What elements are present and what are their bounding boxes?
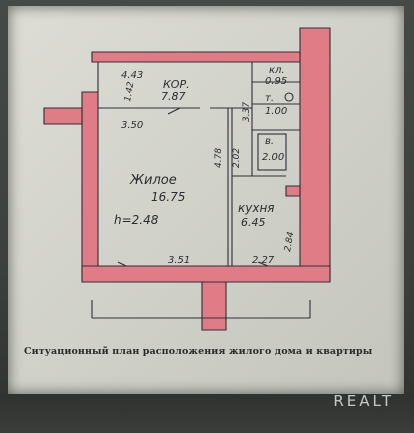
table-surface (0, 394, 414, 433)
bath-area: 2.00 (262, 152, 284, 163)
corridor-dim-left: 4.43 (121, 70, 143, 81)
kitchen-area: 6.45 (241, 216, 266, 229)
walls (43, 27, 331, 331)
dim-3-50: 3.50 (121, 120, 143, 131)
bath-name: в. (265, 136, 274, 147)
dim-3-51: 3.51 (168, 255, 190, 266)
wall-bottom-protrusion (201, 281, 227, 331)
wall-bottom (81, 265, 331, 283)
plan-caption: Ситуационный план расположения жилого до… (24, 346, 373, 357)
toilet-name: т. (265, 93, 274, 104)
toilet-fixture (284, 92, 294, 102)
corridor-dim-vertical: 1.42 (123, 81, 136, 103)
ceiling-height: h=2.48 (114, 213, 159, 227)
realt-watermark: REALT (333, 392, 394, 410)
dim-4-78: 4.78 (214, 148, 224, 168)
plan-annotations: 4.43 1.42 КОР. 7.87 кл. 0.95 т. 1.00 в. … (114, 65, 296, 266)
toilet-area: 1.00 (265, 106, 287, 117)
dim-2-84: 2.84 (283, 231, 296, 253)
living-room-name: Жилое (129, 173, 177, 188)
dim-2-27: 2.27 (252, 255, 275, 266)
wall-right-exterior (299, 27, 331, 281)
closet-area: 0.95 (265, 76, 287, 87)
bathtub (257, 133, 287, 171)
dim-2-02: 2.02 (232, 148, 242, 168)
closet-name: кл. (269, 65, 285, 76)
interior-lines (91, 62, 311, 319)
dim-3-37: 3.37 (242, 102, 252, 122)
wall-left (81, 91, 99, 279)
wall-top (91, 51, 301, 63)
wall-left-stub (43, 107, 83, 125)
corridor-area: 7.87 (161, 90, 186, 103)
living-room-area: 16.75 (151, 190, 185, 204)
corridor-name: КОР. (163, 78, 190, 91)
kitchen-name: кухня (238, 201, 275, 215)
wall-kitchen-nub (285, 185, 301, 197)
